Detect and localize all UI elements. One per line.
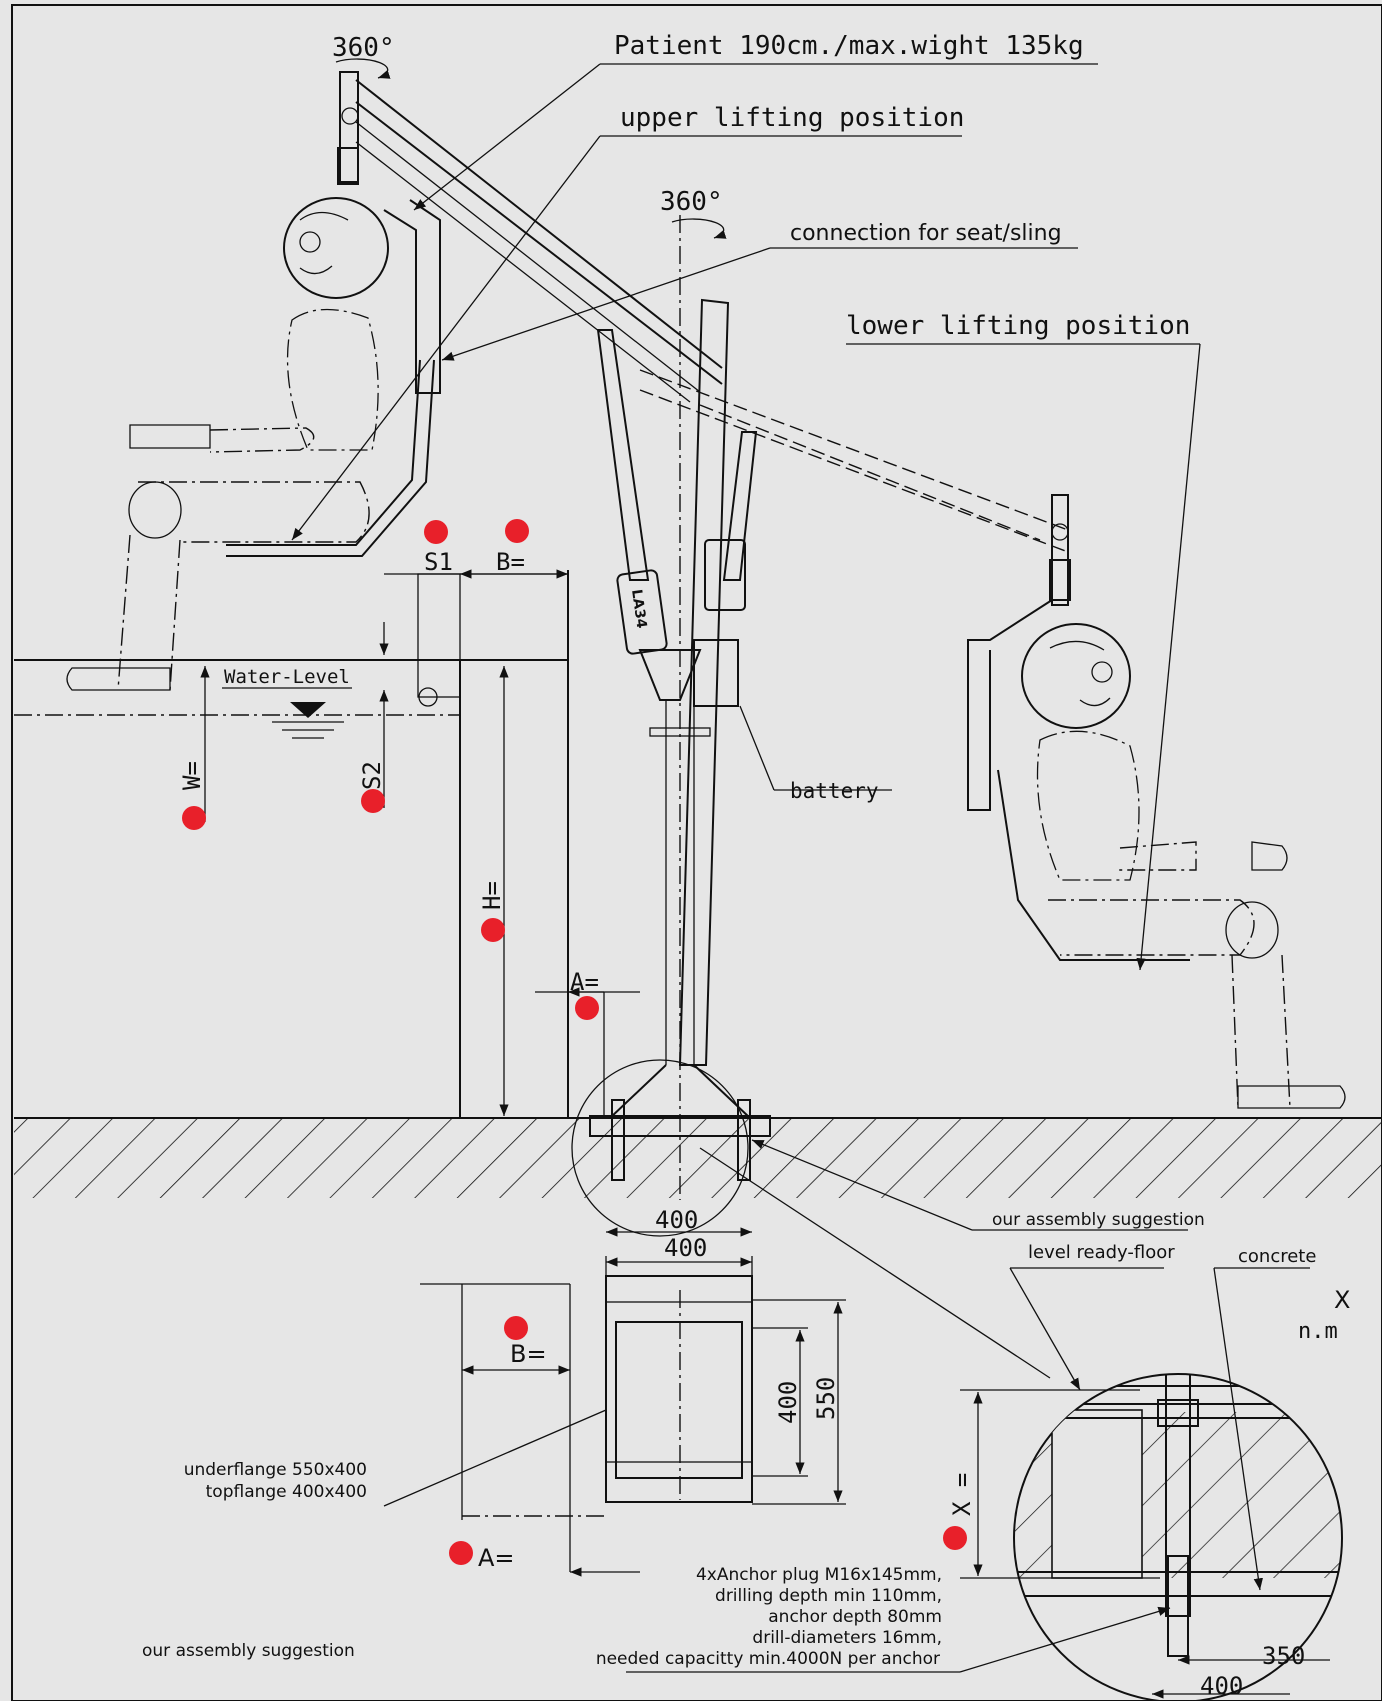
ground-section	[14, 1059, 1382, 1237]
water-level-label: Water-Level	[224, 666, 350, 688]
dimension-lines-upper: S1 B= W= S2 H= A=	[178, 548, 640, 1118]
marker-b-top	[505, 519, 529, 543]
detail-400-dim: 400	[1200, 1672, 1243, 1700]
marker-s1	[424, 520, 448, 544]
anchor-info-line-5: needed capacitty min.4000N per anchor	[596, 1649, 940, 1669]
boom-arm-lower	[639, 369, 1190, 961]
lift-mast: 400	[589, 215, 771, 1237]
assembly-suggestion-right: our assembly suggestion	[992, 1210, 1205, 1230]
dim-s2: S2	[358, 761, 386, 790]
rotation-mast-icon	[671, 218, 727, 239]
marker-w	[182, 806, 206, 830]
plan-inner-dim: 400	[774, 1381, 802, 1424]
anchor-info-line-3: anchor depth 80mm	[768, 1607, 942, 1627]
battery-label: battery	[790, 779, 879, 803]
battery-box	[704, 539, 746, 611]
rotation-top-icon	[335, 58, 391, 79]
boom-arm-upper	[226, 71, 723, 557]
anchor-specs: 4xAnchor plug M16x145mm, drilling depth …	[142, 1565, 1171, 1673]
dim-h: H=	[478, 881, 506, 910]
marker-b-plan	[504, 1316, 528, 1340]
plan-a-dim: A=	[478, 1544, 515, 1572]
actuator-label: LA34	[628, 588, 649, 629]
detail-350-dim: 350	[1262, 1642, 1305, 1670]
anchor-info-line-2: drilling depth min 110mm,	[715, 1586, 942, 1606]
detail-scale-label: n.m	[1298, 1319, 1338, 1344]
lower-position-label: lower lifting position	[846, 311, 1190, 341]
anchor-detail-x: X n.m X = 350 400 level ready-floor conc…	[699, 1139, 1350, 1701]
anchor-info-line-1: 4xAnchor plug M16x145mm,	[696, 1565, 942, 1585]
marker-x	[943, 1526, 967, 1550]
flange-info-line-2: topflange 400x400	[206, 1482, 367, 1502]
plan-b-dim: B=	[510, 1340, 547, 1368]
concrete-label: concrete	[1238, 1246, 1316, 1267]
marker-s2	[361, 789, 385, 813]
level-floor-label: level ready-floor	[1028, 1242, 1175, 1263]
anchor-info-line-4: drill-diameters 16mm,	[752, 1628, 942, 1648]
dim-a-top: A=	[570, 968, 599, 996]
assembly-suggestion-left: our assembly suggestion	[142, 1641, 355, 1661]
flange-info-line-1: underflange 550x400	[184, 1460, 367, 1480]
dim-s1: S1	[424, 548, 453, 576]
dim-x: X =	[948, 1473, 976, 1516]
rotation-symbols: 360° 360°	[332, 33, 727, 239]
rotation-top-label: 360°	[332, 33, 395, 63]
drawing-border	[11, 4, 1382, 1701]
upper-position-label: upper lifting position	[620, 103, 964, 133]
pool-wall: Water-Level	[14, 570, 569, 1118]
patient-label: Patient 190cm./max.wight 135kg	[614, 31, 1084, 61]
actuator-motor	[616, 569, 668, 655]
detail-x-label: X	[1334, 1286, 1350, 1314]
callouts-top: Patient 190cm./max.wight 135kg upper lif…	[291, 31, 1201, 971]
actuators: LA34 battery	[596, 329, 892, 803]
rotation-mast-label: 360°	[660, 187, 723, 217]
marker-a-plan	[449, 1541, 473, 1565]
red-markers	[182, 519, 967, 1565]
person-lower	[1021, 623, 1346, 1109]
dim-w: W=	[178, 761, 206, 790]
person-upper	[66, 197, 389, 691]
plan-top-dim: 400	[664, 1234, 707, 1262]
seat-connection-label: connection for seat/sling	[790, 221, 1062, 246]
plan-outer-dim: 550	[812, 1377, 840, 1420]
dim-b-top: B=	[496, 548, 525, 576]
base-width-dim: 400	[655, 1206, 698, 1234]
flange-plan-view: 400 400 550 B= A= underflange 550x400 to…	[184, 1234, 846, 1577]
marker-a-top	[575, 996, 599, 1020]
marker-h	[481, 918, 505, 942]
